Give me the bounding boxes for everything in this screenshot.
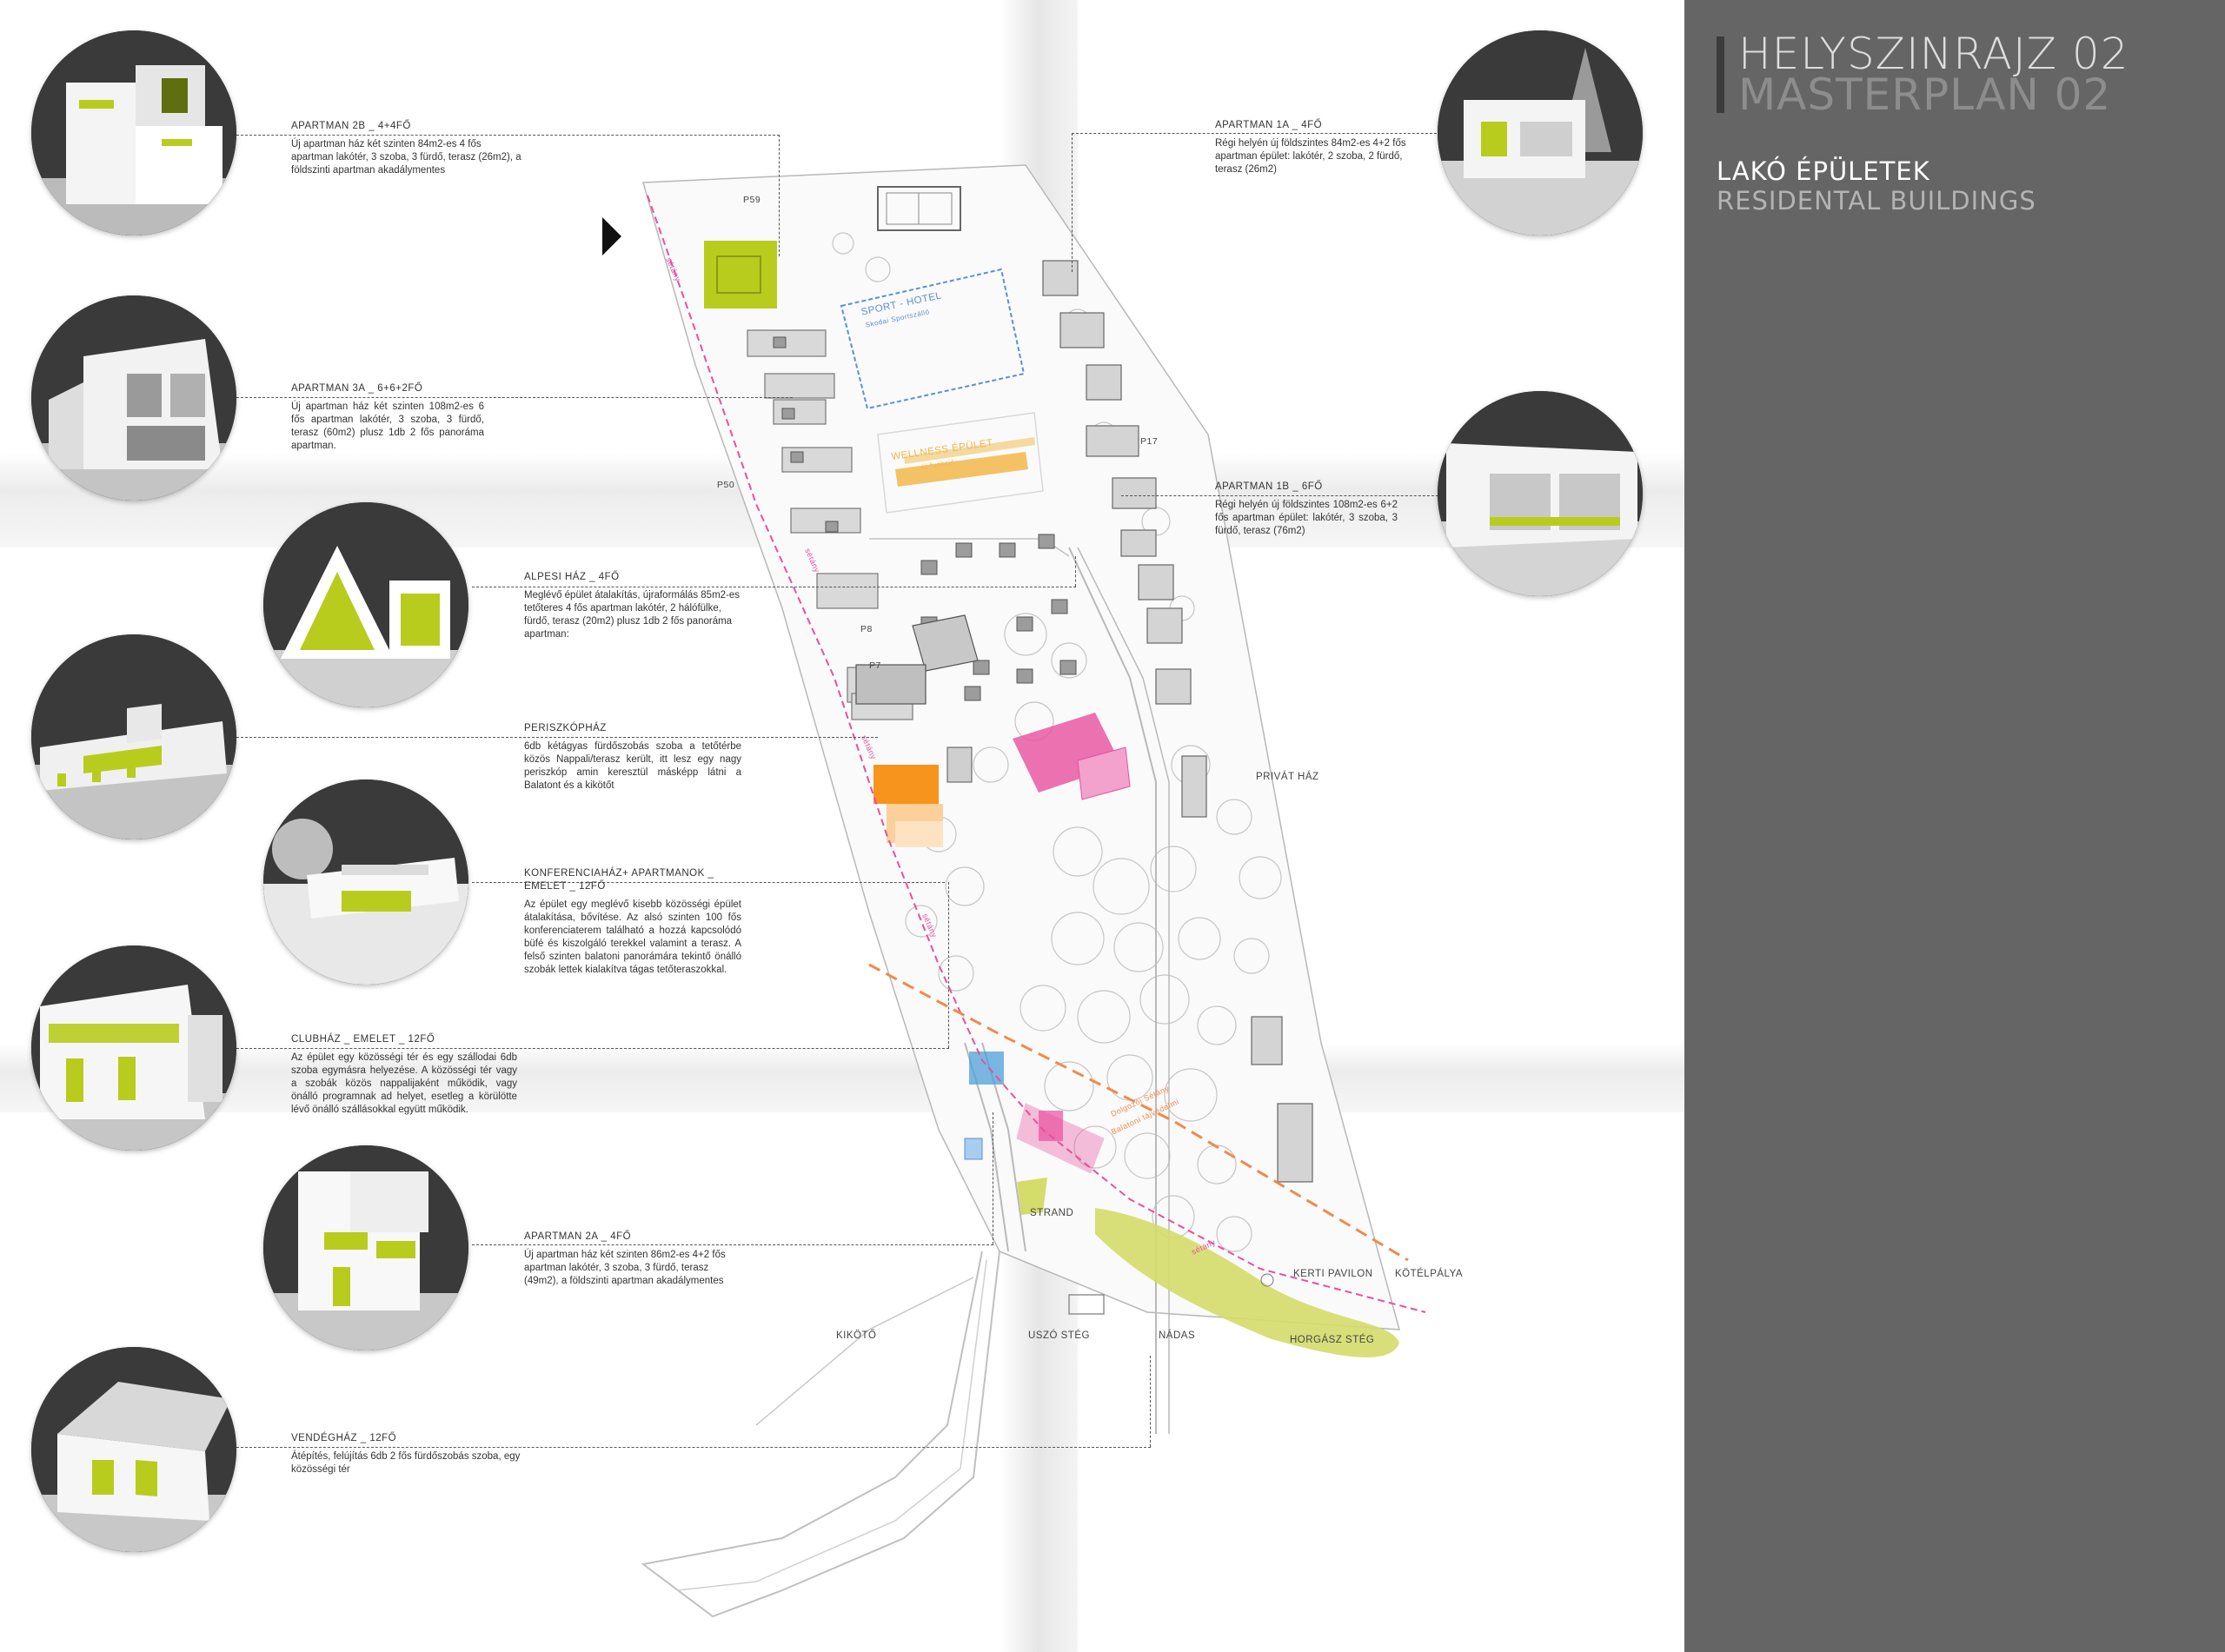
annotation-heading: APARTMAN 1A _ 4FŐ bbox=[1215, 120, 1323, 130]
pink-dashed-path bbox=[647, 195, 1426, 1313]
annotation-apartman-2a: APARTMAN 2A _ 4FŐ Új apartman ház két sz… bbox=[524, 1231, 741, 1288]
leader-konferencia bbox=[472, 882, 945, 883]
label-nadas: NÁDAS bbox=[1159, 1330, 1196, 1341]
label-strand: STRAND bbox=[1030, 1208, 1074, 1218]
label-p7: P7 bbox=[869, 660, 881, 671]
thumb-periszkophaz bbox=[31, 634, 236, 839]
thumb-apartman-1b bbox=[1438, 391, 1643, 596]
annotation-body: Meglévő épület átalakítás, újraformálás … bbox=[524, 590, 741, 640]
annotation-body: Új apartman ház két szinten 108m2-es 6 f… bbox=[291, 401, 484, 451]
annotation-apartman-3a: APARTMAN 3A _ 6+6+2FŐ Új apartman ház ké… bbox=[291, 382, 484, 453]
annotation-heading: APARTMAN 1B _ 6FŐ bbox=[1215, 481, 1323, 492]
annotation-heading: VENDÉGHÁZ _ 12FŐ bbox=[291, 1433, 397, 1443]
leader-1a-v bbox=[1072, 133, 1073, 272]
label-horgasz-steg: HORGÁSZ STÉG bbox=[1290, 1335, 1375, 1345]
site-plan bbox=[602, 164, 1426, 1618]
label-uszo-steg: USZÓ STÉG bbox=[1028, 1330, 1090, 1341]
label-kerti-pavilon: KERTI PAVILON bbox=[1293, 1269, 1373, 1279]
page-title-secondary: MASTERPLAN 02 bbox=[1738, 70, 2112, 120]
sidebar-panel bbox=[1684, 0, 2225, 1652]
strand-green bbox=[1017, 1178, 1047, 1215]
annotation-body: Új apartman ház két szinten 86m2-es 4+2 … bbox=[524, 1250, 726, 1286]
left-pier bbox=[755, 1277, 974, 1426]
leader-periszkop bbox=[236, 737, 878, 738]
thumb-apartman-3a bbox=[31, 295, 236, 501]
title-accent-bar bbox=[1717, 36, 1724, 113]
reed-area bbox=[1095, 1208, 1399, 1357]
annotation-konferenciahaz: KONFERENCIAHÁZ+ APARTMANOK _ EMELET _ 12… bbox=[524, 867, 741, 977]
north-arrow-icon bbox=[602, 217, 621, 255]
apartman-2b-footprint bbox=[704, 241, 777, 309]
annotation-heading: KONFERENCIAHÁZ+ APARTMANOK _ EMELET _ 12… bbox=[524, 868, 714, 892]
leader-clubhaz-v bbox=[948, 882, 949, 1048]
section-title-secondary: RESIDENTAL BUILDINGS bbox=[1717, 186, 2036, 216]
annotation-heading: APARTMAN 2B _ 4+4FŐ bbox=[291, 121, 411, 131]
leader-2b-v bbox=[779, 135, 780, 256]
leader-3a bbox=[236, 397, 793, 398]
annotation-heading: ALPESI HÁZ _ 4FŐ bbox=[524, 572, 620, 582]
annotation-apartman-1b: APARTMAN 1B _ 6FŐ Régi helyén új földszi… bbox=[1215, 481, 1398, 538]
annotation-alpesi-haz: ALPESI HÁZ _ 4FŐ Meglévő épület átalakít… bbox=[524, 571, 741, 641]
annotation-vendeghaz: VENDÉGHÁZ _ 12FŐ Átépítés, felújítás 6db… bbox=[291, 1432, 526, 1476]
orange-waterline bbox=[868, 963, 1409, 1262]
leader-clubhaz bbox=[236, 1048, 949, 1049]
annotation-body: Az épület egy meglévő kisebb közösségi é… bbox=[524, 899, 741, 975]
thumb-apartman-2b bbox=[31, 30, 236, 236]
trees bbox=[832, 232, 1282, 1252]
section-title: LAKÓ ÉPÜLETEK bbox=[1717, 156, 1930, 186]
east-buildings bbox=[1042, 260, 1313, 1183]
leader-2b bbox=[236, 135, 780, 136]
label-kotelpalya: KÖTÉLPÁLYA bbox=[1395, 1269, 1464, 1279]
periszkophaz-footprint bbox=[873, 765, 939, 804]
annotation-body: Régi helyén új földszintes 84m2-es 4+2 f… bbox=[1215, 138, 1406, 175]
leader-alpesi-v bbox=[1075, 556, 1076, 587]
annotation-apartman-1a: APARTMAN 1A _ 4FŐ Régi helyén új földszi… bbox=[1215, 119, 1415, 176]
east-road bbox=[1068, 547, 1157, 1434]
east-road-2 bbox=[1077, 547, 1170, 1434]
sport-hotel-footprint bbox=[840, 268, 1026, 410]
label-privat-haz: PRIVÁT HÁZ bbox=[1256, 772, 1319, 782]
annotation-clubhaz: CLUBHÁZ _ EMELET _ 12FŐ Az épület egy kö… bbox=[291, 1033, 517, 1117]
label-kikoto: KIKÖTŐ bbox=[836, 1330, 877, 1341]
annotation-apartman-2b: APARTMAN 2B _ 4+4FŐ Új apartman ház két … bbox=[291, 120, 521, 177]
pier bbox=[641, 1251, 1000, 1618]
annotation-heading: PERISZKÓPHÁZ bbox=[524, 723, 607, 733]
mid-building bbox=[912, 614, 979, 672]
thumb-apartman-2a bbox=[263, 1145, 468, 1350]
annotation-body: Régi helyén új földszintes 108m2-es 6+2 … bbox=[1215, 500, 1398, 536]
annotation-body: 6db kétágyas fürdőszobás szoba a tetőtér… bbox=[524, 741, 741, 791]
tennis-court bbox=[877, 186, 961, 231]
background-band-lower bbox=[0, 1043, 1684, 1112]
annotation-body: Új apartman ház két szinten 84m2-es 4 fő… bbox=[291, 139, 521, 176]
leader-1b bbox=[1121, 495, 1443, 496]
leader-vendeghaz-v bbox=[1150, 1356, 1151, 1447]
leader-vendeghaz bbox=[236, 1447, 1151, 1448]
wellness-orange bbox=[895, 452, 1028, 487]
thumb-apartman-1a bbox=[1438, 30, 1643, 236]
annotation-heading: APARTMAN 3A _ 6+6+2FŐ bbox=[291, 383, 423, 394]
small-grey-buildings bbox=[773, 336, 1077, 701]
leader-2a bbox=[472, 1244, 993, 1245]
page-title: HELYSZINRAJZ 02 bbox=[1738, 29, 2129, 79]
annotation-periszkophaz: PERISZKÓPHÁZ 6db kétágyas fürdőszobás sz… bbox=[524, 722, 741, 793]
thumb-clubhaz bbox=[31, 945, 236, 1151]
label-p8: P8 bbox=[860, 624, 873, 634]
leader-1a bbox=[1072, 133, 1445, 134]
thumb-vendeghaz bbox=[31, 1347, 236, 1552]
annotation-body: Átépítés, felújítás 6db 2 fős fürdőszobá… bbox=[291, 1451, 521, 1475]
annotation-heading: APARTMAN 2A _ 4FŐ bbox=[524, 1231, 632, 1242]
pier-inner bbox=[677, 1259, 987, 1591]
label-p50: P50 bbox=[717, 480, 735, 490]
annotation-body: Az épület egy közösségi tér és egy száll… bbox=[291, 1052, 517, 1115]
annotation-heading: CLUBHÁZ _ EMELET _ 12FŐ bbox=[291, 1034, 435, 1045]
thumb-konferenciahaz bbox=[263, 780, 468, 985]
label-p17: P17 bbox=[1140, 436, 1159, 447]
label-p59: P59 bbox=[743, 195, 761, 205]
thumb-alpesi-haz bbox=[263, 502, 468, 707]
